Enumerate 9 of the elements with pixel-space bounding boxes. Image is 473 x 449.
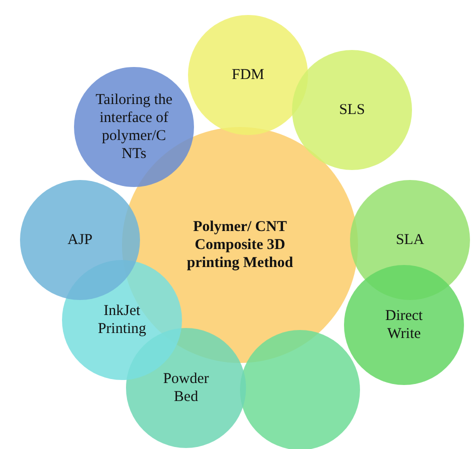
method-label: AJP: [67, 231, 92, 249]
method-label: SLS: [339, 101, 365, 119]
method-label: Powder Bed: [162, 370, 210, 406]
method-label: Direct Write: [384, 307, 424, 343]
method-label: InkJet Printing: [96, 302, 148, 338]
central-title: Polymer/ CNT Composite 3D printing Method: [186, 218, 294, 272]
method-label: FDM: [232, 66, 264, 84]
method-label: Tailoring the interface of polymer/C NTs: [94, 91, 174, 163]
method-label: SLA: [396, 231, 424, 249]
